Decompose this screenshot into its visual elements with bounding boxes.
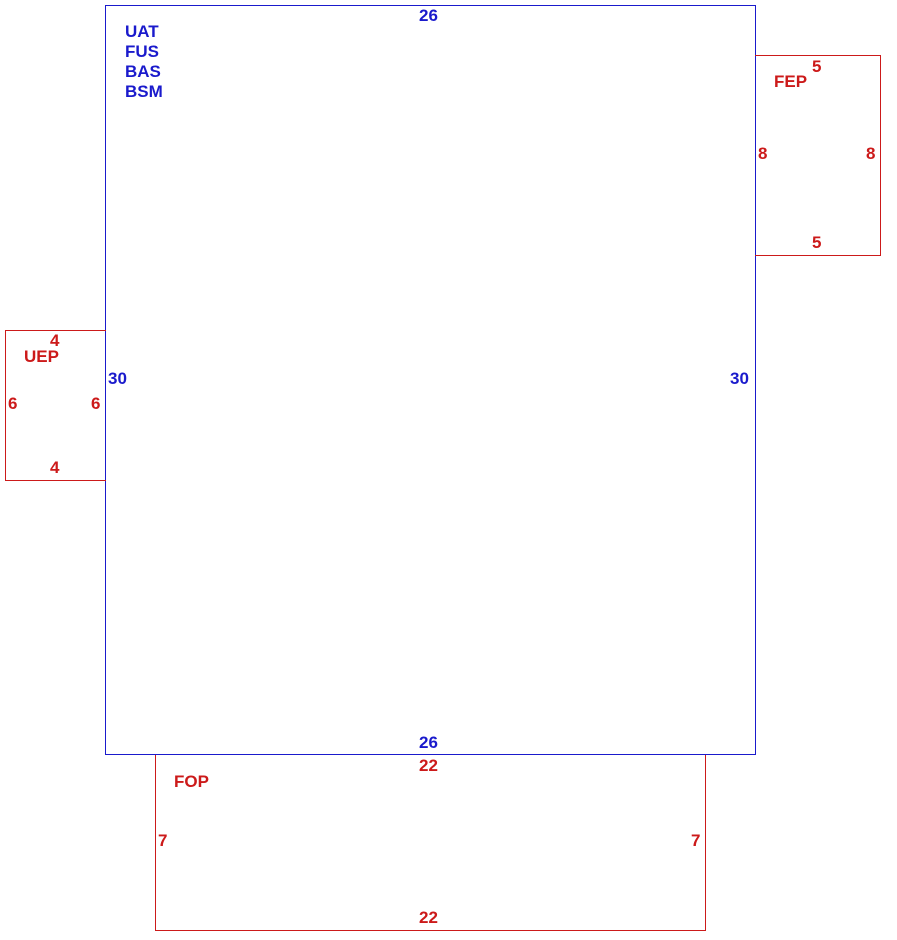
main-room-code: BAS — [125, 62, 161, 81]
fop-room-outline — [155, 755, 706, 931]
main-room-outline — [105, 5, 756, 755]
fop-room-top-dimension: 22 — [419, 756, 438, 775]
main-room-code: FUS — [125, 42, 159, 61]
fep-room-name: FEP — [774, 72, 808, 91]
uep-room-name: UEP — [24, 347, 59, 366]
uep-room-bottom-dimension: 4 — [50, 458, 60, 477]
fep-room-top-dimension: 5 — [812, 57, 822, 76]
main-room-codes: UAT FUS BAS BSM — [125, 22, 163, 102]
fop-room-right-dimension: 7 — [691, 831, 701, 850]
main-room-code: BSM — [125, 82, 163, 101]
main-room-code: UAT — [125, 22, 159, 41]
fop-room-bottom-dimension: 22 — [419, 908, 438, 927]
main-room-bottom-dimension: 26 — [419, 733, 438, 752]
fep-room-left-dimension: 8 — [758, 144, 768, 163]
uep-room-outline — [5, 330, 106, 481]
main-room-right-dimension: 30 — [730, 369, 749, 388]
uep-room-left-dimension: 6 — [8, 394, 18, 413]
fep-room-outline — [755, 55, 881, 256]
fep-room-right-dimension: 8 — [866, 144, 876, 163]
main-room-left-dimension: 30 — [108, 369, 127, 388]
fep-room-bottom-dimension: 5 — [812, 233, 822, 252]
main-room-top-dimension: 26 — [419, 6, 438, 25]
fop-room-left-dimension: 7 — [158, 831, 168, 850]
uep-room-right-dimension: 6 — [91, 394, 101, 413]
fop-room-name: FOP — [174, 772, 209, 791]
uep-room-top-dimension: 4 — [50, 331, 60, 350]
